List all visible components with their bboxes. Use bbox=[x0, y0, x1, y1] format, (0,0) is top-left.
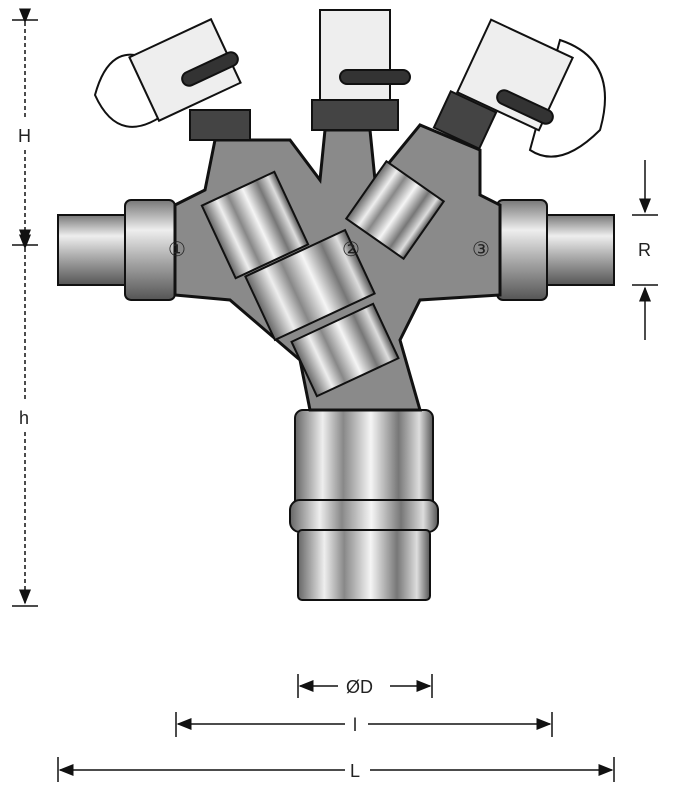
dimension-R bbox=[632, 160, 658, 340]
label-H: H bbox=[18, 126, 31, 146]
test-cock-middle bbox=[311, 9, 411, 131]
outlet-connector bbox=[496, 199, 615, 301]
chamber-2-label: ② bbox=[342, 237, 360, 261]
inlet-connector bbox=[57, 199, 176, 301]
label-L: L bbox=[350, 761, 360, 781]
test-cock-right bbox=[432, 18, 606, 158]
check-valve-cartridge bbox=[200, 159, 446, 398]
dimension-l bbox=[175, 712, 553, 737]
dimension-H bbox=[12, 8, 38, 246]
dimension-h bbox=[12, 234, 38, 607]
label-R: R bbox=[638, 240, 651, 260]
drain-connector bbox=[289, 409, 439, 601]
dimension-L bbox=[57, 757, 615, 782]
label-l: l bbox=[353, 715, 357, 735]
chamber-1-label: ① bbox=[168, 237, 186, 261]
label-D: ØD bbox=[346, 677, 373, 697]
test-cock-left bbox=[93, 17, 251, 141]
dimension-D bbox=[297, 674, 433, 698]
label-h: h bbox=[19, 408, 29, 428]
chamber-3-label: ③ bbox=[472, 237, 490, 261]
